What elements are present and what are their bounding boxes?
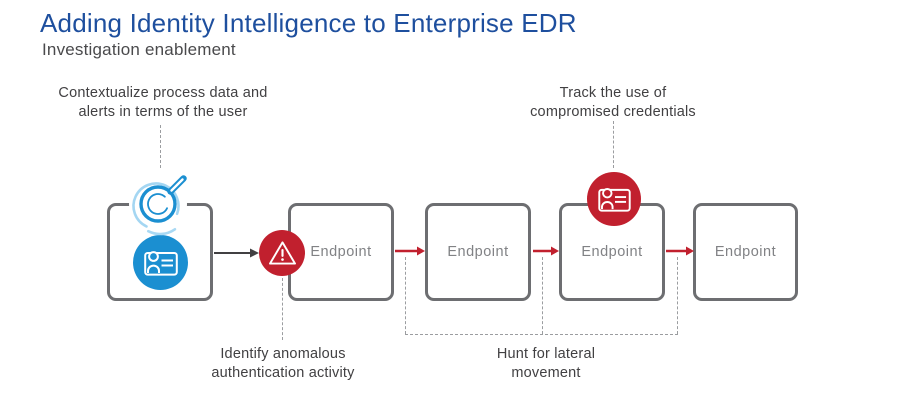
bracket-middle-line — [542, 257, 543, 334]
annotation-line: Hunt for lateral — [496, 346, 596, 362]
annotation-line: compromised credentials — [530, 103, 696, 120]
node-label: Endpoint — [310, 244, 372, 260]
annotation-line: Identify anomalous — [220, 346, 346, 362]
investigate-magnifier-icon — [129, 175, 188, 236]
flow-arrow-red-1 — [395, 246, 425, 255]
flow-arrow-black — [214, 248, 259, 258]
annotation-line: Contextualize process data and — [58, 85, 268, 101]
identity-badge — [133, 235, 188, 290]
bracket-bottom-line — [405, 334, 678, 335]
node-label: Endpoint — [714, 244, 777, 260]
annotation-line: Track the use of — [559, 85, 667, 101]
annotation-line: alerts in terms of the user — [78, 103, 248, 120]
node-endpoint-2: Endpoint — [425, 203, 531, 301]
annotation-track-credentials: Track the use of compromised credentials — [498, 84, 728, 121]
node-endpoint-4: Endpoint — [693, 203, 798, 301]
node-label: Endpoint — [581, 244, 643, 260]
page-subtitle: Investigation enablement — [42, 40, 236, 59]
id-card-icon — [143, 251, 178, 276]
annotation-line: authentication activity — [211, 364, 355, 381]
flow-arrow-red-3 — [666, 246, 694, 255]
node-label: Endpoint — [447, 244, 509, 260]
connector-contextualize — [160, 125, 161, 168]
annotation-hunt-lateral: Hunt for lateral movement — [446, 345, 646, 382]
credential-badge — [587, 172, 641, 226]
flow-arrow-red-2 — [533, 246, 559, 255]
bracket-right-line — [677, 257, 678, 334]
annotation-contextualize: Contextualize process data and alerts in… — [38, 84, 288, 121]
page-title: Adding Identity Intelligence to Enterpri… — [40, 8, 577, 38]
connector-identify — [282, 278, 283, 340]
warning-triangle-icon — [268, 241, 296, 265]
compromised-credential-icon — [597, 188, 631, 212]
bracket-left-line — [405, 257, 406, 334]
annotation-identify-anomalous: Identify anomalous authentication activi… — [168, 345, 398, 382]
annotation-line: movement — [511, 364, 581, 381]
connector-track — [613, 121, 614, 168]
alert-badge — [259, 230, 305, 276]
